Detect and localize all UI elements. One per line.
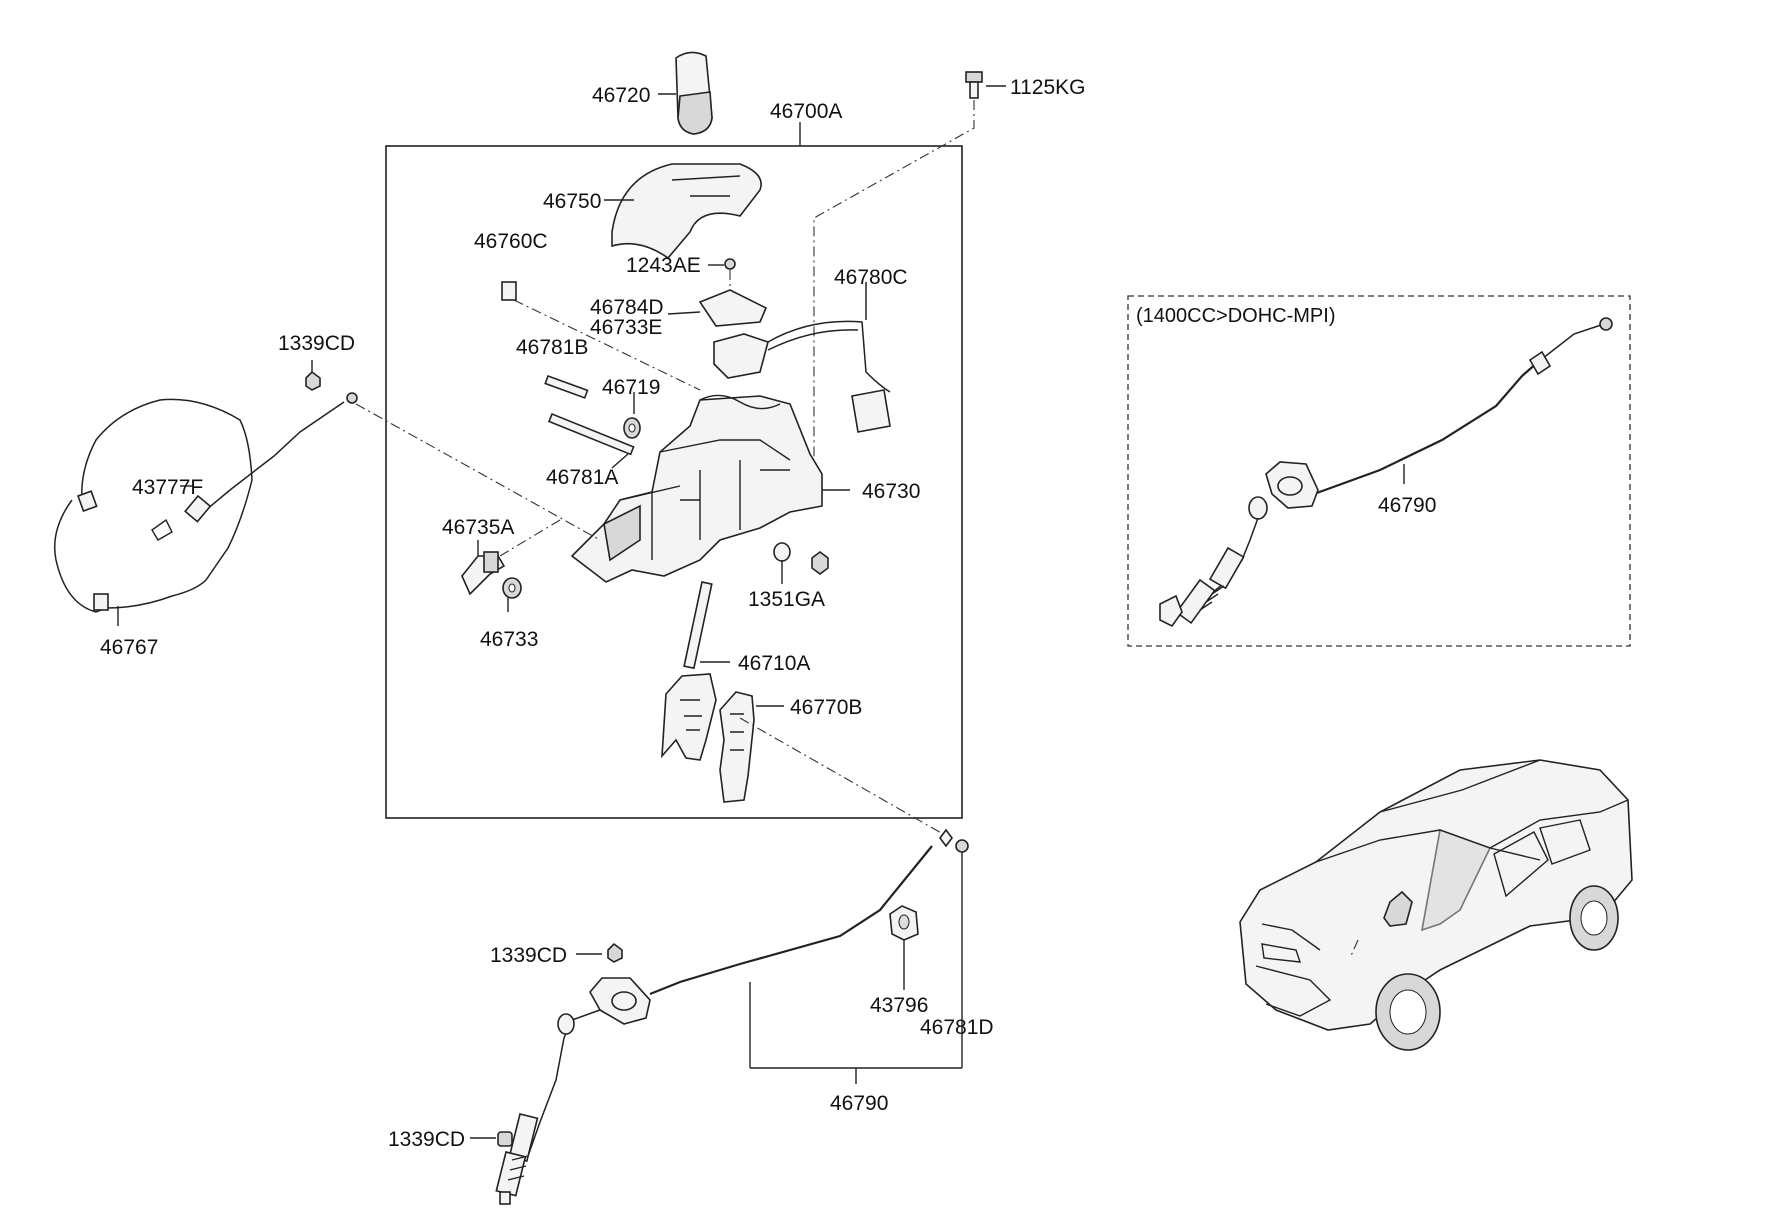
label-1243AE: 1243AE bbox=[626, 254, 701, 277]
label-46790-bottom: 46790 bbox=[830, 1092, 888, 1115]
bushing-46733 bbox=[502, 577, 522, 612]
cable-46790-variant bbox=[1159, 317, 1613, 628]
label-46780C: 46780C bbox=[834, 266, 908, 289]
label-1339CD-bottom: 1339CD bbox=[388, 1128, 465, 1151]
cable-46790-bottom bbox=[470, 828, 969, 1205]
label-46781A: 46781A bbox=[546, 466, 618, 489]
variant-title: (1400CC>DOHC-MPI) bbox=[1136, 305, 1335, 327]
housing-46730 bbox=[570, 394, 850, 583]
shift-knob-46720 bbox=[658, 51, 713, 135]
label-1339CD-left: 1339CD bbox=[278, 332, 355, 355]
label-46790-variant: 46790 bbox=[1378, 494, 1436, 517]
label-46784D: 46784D bbox=[590, 296, 664, 319]
label-43796: 43796 bbox=[870, 994, 928, 1017]
label-46735A: 46735A bbox=[442, 516, 514, 539]
label-46781D: 46781D bbox=[920, 1016, 994, 1039]
lever-46710A bbox=[661, 581, 730, 761]
label-46720: 46720 bbox=[592, 84, 650, 107]
label-46730: 46730 bbox=[862, 480, 920, 503]
harness-46780C bbox=[713, 282, 891, 433]
label-46719: 46719 bbox=[602, 376, 660, 399]
variant-box bbox=[1127, 295, 1631, 647]
clip-46760C bbox=[501, 281, 701, 391]
label-1339CD-mid: 1339CD bbox=[490, 944, 567, 967]
label-1125KG: 1125KG bbox=[1010, 76, 1086, 99]
label-46710A: 46710A bbox=[738, 652, 810, 675]
label-46760C: 46760C bbox=[474, 230, 548, 253]
label-46767: 46767 bbox=[100, 636, 158, 659]
car-illustration bbox=[1239, 759, 1633, 1051]
label-43777F: 43777F bbox=[132, 476, 203, 499]
pin-46781B bbox=[544, 374, 589, 399]
label-46733E: 46733E bbox=[590, 316, 662, 339]
bolt-1125KG bbox=[813, 71, 1006, 466]
label-1351GA: 1351GA bbox=[748, 588, 825, 611]
grommet-43796 bbox=[889, 905, 919, 990]
pin-46735A bbox=[461, 519, 561, 596]
screw-1243AE bbox=[708, 258, 736, 290]
pin-46781A bbox=[547, 412, 635, 469]
label-46733: 46733 bbox=[480, 628, 538, 651]
nut-1351GA bbox=[773, 542, 829, 584]
label-46781B: 46781B bbox=[516, 336, 588, 359]
label-46750: 46750 bbox=[543, 190, 601, 213]
bushing-46719 bbox=[623, 392, 641, 439]
cover-46750 bbox=[604, 163, 762, 260]
label-46770B: 46770B bbox=[790, 696, 862, 719]
plate-46770B bbox=[719, 691, 951, 839]
cable-46767 bbox=[53, 360, 601, 626]
label-46700A: 46700A bbox=[770, 100, 842, 123]
assembly-box-46700A bbox=[385, 145, 963, 819]
indicator-plate-46784D bbox=[667, 289, 768, 327]
